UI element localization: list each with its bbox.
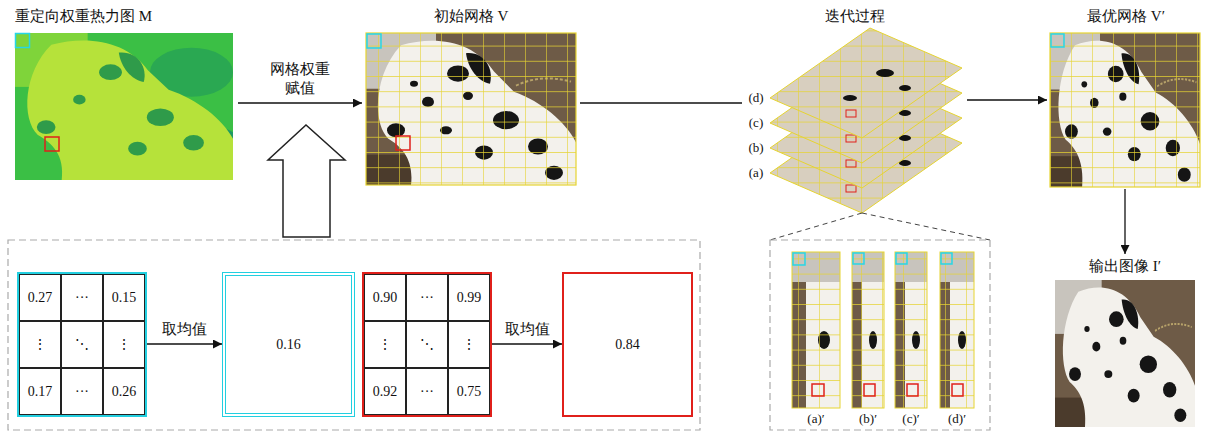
layer-label: (c) [749,115,763,131]
cyan-cell-marker [941,253,952,264]
strip-photo [940,252,974,408]
matrix-cell: ⋮ [103,321,145,368]
dashed-panel [8,240,700,430]
matrix-cell: 0.90 [364,274,406,321]
layer-label: (a) [749,165,763,181]
red-cell-marker [846,185,856,192]
mesh-grid [366,33,576,185]
iteration-stack: 迭代过程 [742,4,967,216]
weight-matrix: 0.90···0.99⋮⋱⋮0.92···0.75 [362,272,492,417]
panel-title: 重定向权重热力图 M [15,4,152,26]
connector [580,102,742,103]
connector [147,343,222,344]
matrix-cell: ··· [406,368,448,415]
cyan-cell-marker [896,253,907,264]
detail-strip [852,252,884,408]
matrix-cell: 0.15 [103,274,145,321]
mean-box: 0.84 [562,272,693,417]
strip-grid [940,252,974,408]
layer-photo [770,28,962,138]
red-cell-marker [812,384,824,396]
mesh-layer [770,28,962,138]
output-photo [1055,280,1195,427]
matrix-cell: ⋮ [448,321,490,368]
mesh-panel: 最优网格 V′ [1047,4,1205,189]
strip-photo [792,252,840,408]
connector [1124,189,1125,254]
strip-grid [895,252,927,408]
strip-photo [852,252,884,408]
red-cell-marker [907,384,918,396]
edge-label: 网格权重 赋值 [265,60,335,98]
matrix-cell: ⋱ [406,321,448,368]
matrix-cell: ··· [61,274,103,321]
weight-matrix: 0.27···0.15⋮⋱⋮0.17···0.26 [17,272,147,417]
zoom-line [770,213,990,240]
connector [238,102,362,103]
matrix-cell: ⋮ [364,321,406,368]
red-cell-marker [396,136,410,150]
red-cell-marker [846,135,856,142]
photo [366,33,576,185]
panel-title: 初始网格 V [434,4,509,26]
connector [492,343,562,344]
matrix-cell: ··· [61,368,103,415]
matrix-cell: 0.75 [448,368,490,415]
layer-label: (c)′ [902,411,919,427]
mean-value: 0.16 [276,337,301,353]
layer-label: (a)′ [807,411,824,427]
mean-value: 0.84 [615,337,640,353]
dog-spot [899,85,911,91]
red-cell-marker [846,110,856,117]
edge-label: 取均值 [503,320,552,339]
strip-grid [852,252,884,408]
detail-panel [770,240,990,430]
red-cell-marker [846,160,856,167]
panel-title: 迭代过程 [825,4,885,26]
heatmap-panel: 重定向权重热力图 M [10,4,238,184]
red-cell-marker [864,384,875,396]
cyan-cell-marker [367,34,381,48]
heatmap-image [15,33,243,180]
detail-strip [940,252,974,408]
photo [1050,33,1200,187]
red-cell-marker [952,384,963,396]
strip-grid [792,252,840,408]
layer-grid [770,28,962,138]
layer-label: (b)′ [859,411,877,427]
dog-spot [843,95,857,101]
edge-label: 取均值 [160,320,209,339]
matrix-cell: 0.92 [364,368,406,415]
matrix-cell: ⋱ [61,321,103,368]
mean-box: 0.16 [222,272,355,417]
cyan-cell-marker [853,253,864,264]
layer-label: (d) [748,90,763,106]
hollow-arrow [268,125,345,237]
panel-title: 最优网格 V′ [1087,4,1165,26]
connector [967,99,1047,100]
image-panel: 输出图像 I′ [1052,254,1198,428]
matrix-cell: 0.17 [19,368,61,415]
detail-strip [792,252,840,408]
matrix-cell: ⋮ [19,321,61,368]
mesh-panel: 初始网格 V [362,4,580,187]
dog-spot [876,69,894,77]
mesh-grid [1050,33,1200,187]
cyan-cell-marker [16,34,30,48]
layer-label: (d)′ [948,411,966,427]
layer-label: (b) [748,140,763,156]
cyan-cell-marker [793,253,805,265]
matrix-cell: 0.26 [103,368,145,415]
detail-strip [895,252,927,408]
strip-photo [895,252,927,408]
red-cell-marker [45,137,59,151]
matrix-cell: 0.99 [448,274,490,321]
matrix-cell: ··· [406,274,448,321]
panel-title: 输出图像 I′ [1089,254,1161,276]
matrix-cell: 0.27 [19,274,61,321]
cyan-cell-marker [1051,34,1064,47]
